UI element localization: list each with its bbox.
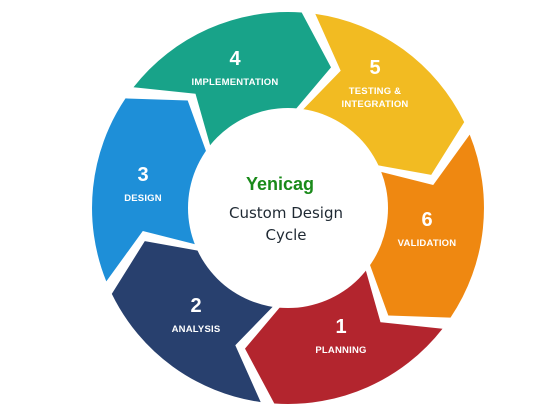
step-5-label-line1: TESTING &	[349, 86, 401, 97]
center-subtitle-line1: Custom Design	[229, 204, 343, 222]
step-2-label: ANALYSIS	[172, 324, 221, 335]
cycle-segment-5	[301, 13, 465, 175]
cycle-segment-2	[111, 241, 275, 403]
step-2-number: 2	[190, 295, 201, 317]
step-5-label-line2: INTEGRATION	[342, 99, 409, 110]
center-brand: Yenicag	[246, 174, 314, 194]
cycle-segment-6	[369, 134, 484, 318]
step-5-number: 5	[369, 57, 380, 79]
center-subtitle-line2: Cycle	[266, 226, 307, 244]
step-1-label: PLANNING	[315, 345, 366, 356]
step-1-number: 1	[335, 316, 346, 338]
cycle-segment-3	[92, 98, 207, 282]
step-3-label: DESIGN	[124, 193, 162, 204]
center-circle	[188, 108, 388, 308]
step-4-number: 4	[229, 48, 241, 70]
cycle-segment-1	[245, 268, 443, 404]
step-4-label: IMPLEMENTATION	[192, 77, 279, 88]
step-6-number: 6	[421, 209, 432, 231]
step-3-number: 3	[137, 164, 148, 186]
cycle-segment-4	[133, 12, 331, 148]
step-6-label: VALIDATION	[398, 238, 457, 249]
